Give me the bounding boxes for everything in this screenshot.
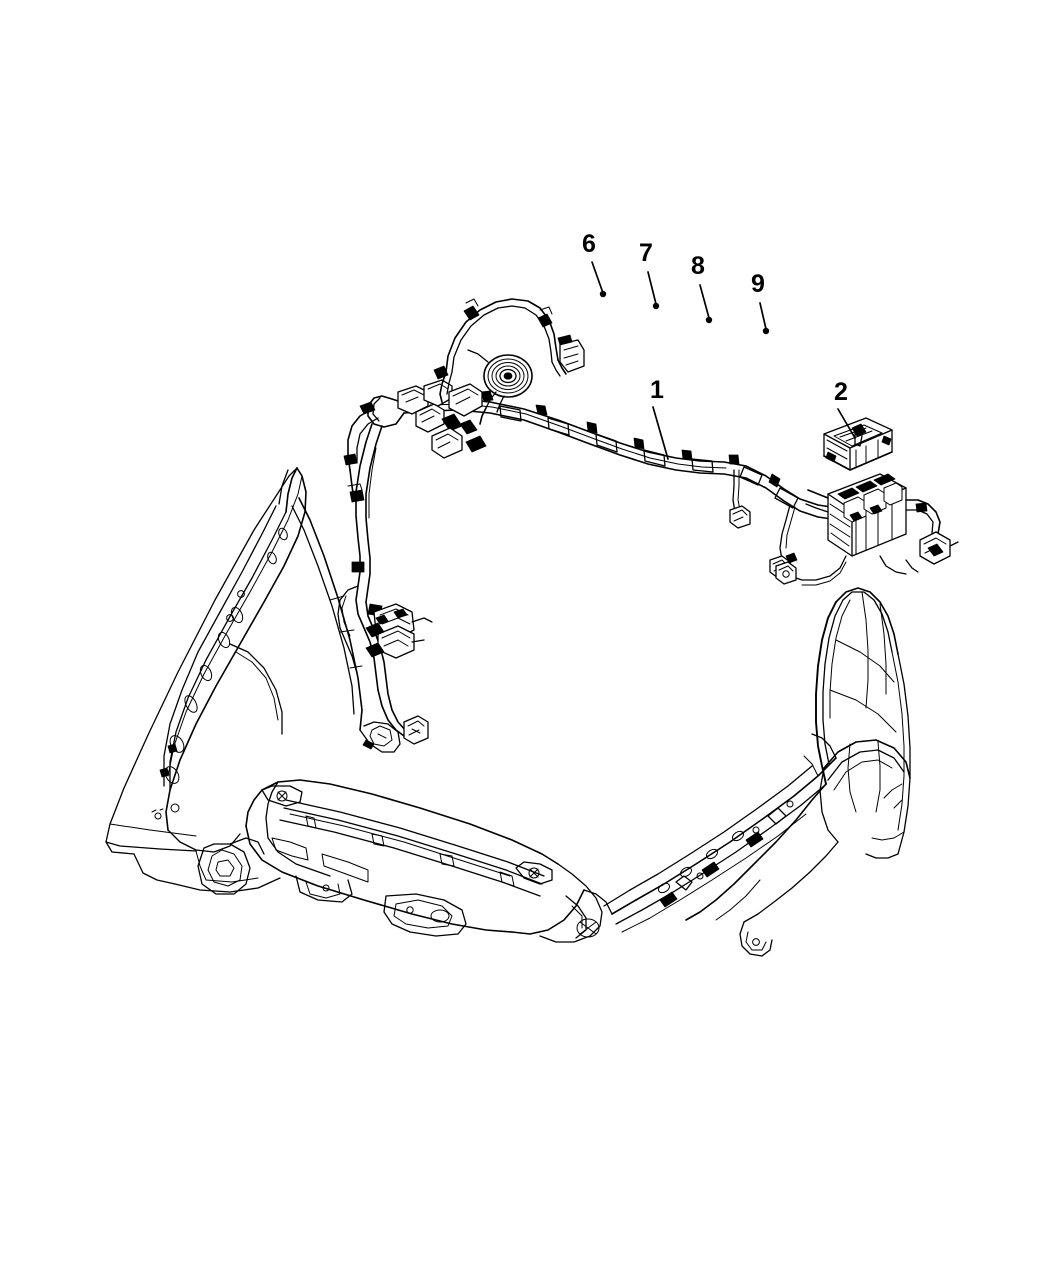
callout-6-leader — [591, 261, 604, 294]
callout-7[interactable]: 7 — [639, 239, 660, 310]
callout-7-dot — [652, 302, 660, 310]
callout-9-dot — [762, 327, 770, 335]
callout-2-number: 2 — [834, 378, 848, 406]
harness-left-junction — [359, 379, 487, 459]
right-rail — [603, 733, 837, 933]
left-fender-and-rail — [105, 467, 401, 895]
branch-connector-assembly — [365, 603, 433, 659]
callout-1[interactable]: 1 — [650, 376, 669, 460]
callout-8-dot — [705, 316, 713, 324]
right-fender — [685, 587, 911, 957]
upper-radiator-crossmember — [245, 779, 613, 943]
callout-9-leader — [759, 302, 767, 330]
callout-2[interactable]: 2 — [834, 378, 856, 439]
harness-branch-far-left — [343, 409, 379, 501]
callout-layer: 1 2 6 7 8 9 — [582, 230, 856, 460]
power-distribution-center-cover — [823, 417, 893, 471]
callout-8-number: 8 — [691, 252, 705, 280]
callout-6-number: 6 — [582, 230, 596, 258]
power-distribution-center — [775, 473, 959, 586]
callout-9-number: 9 — [751, 270, 765, 298]
callout-8[interactable]: 8 — [691, 252, 713, 324]
callout-7-leader — [647, 271, 657, 305]
callout-1-number: 1 — [650, 376, 664, 404]
callout-6-dot — [599, 290, 607, 298]
callout-6[interactable]: 6 — [582, 230, 607, 298]
front-end-wiring-harness — [337, 298, 959, 745]
horn-coil — [467, 349, 533, 425]
callout-2-leader — [837, 408, 856, 439]
callout-9[interactable]: 9 — [751, 270, 770, 335]
harness-branch-left — [337, 423, 433, 745]
callout-8-leader — [699, 284, 710, 319]
callout-7-number: 7 — [639, 239, 653, 267]
harness-loop-upper — [433, 298, 585, 403]
callout-1-leader — [652, 406, 669, 460]
